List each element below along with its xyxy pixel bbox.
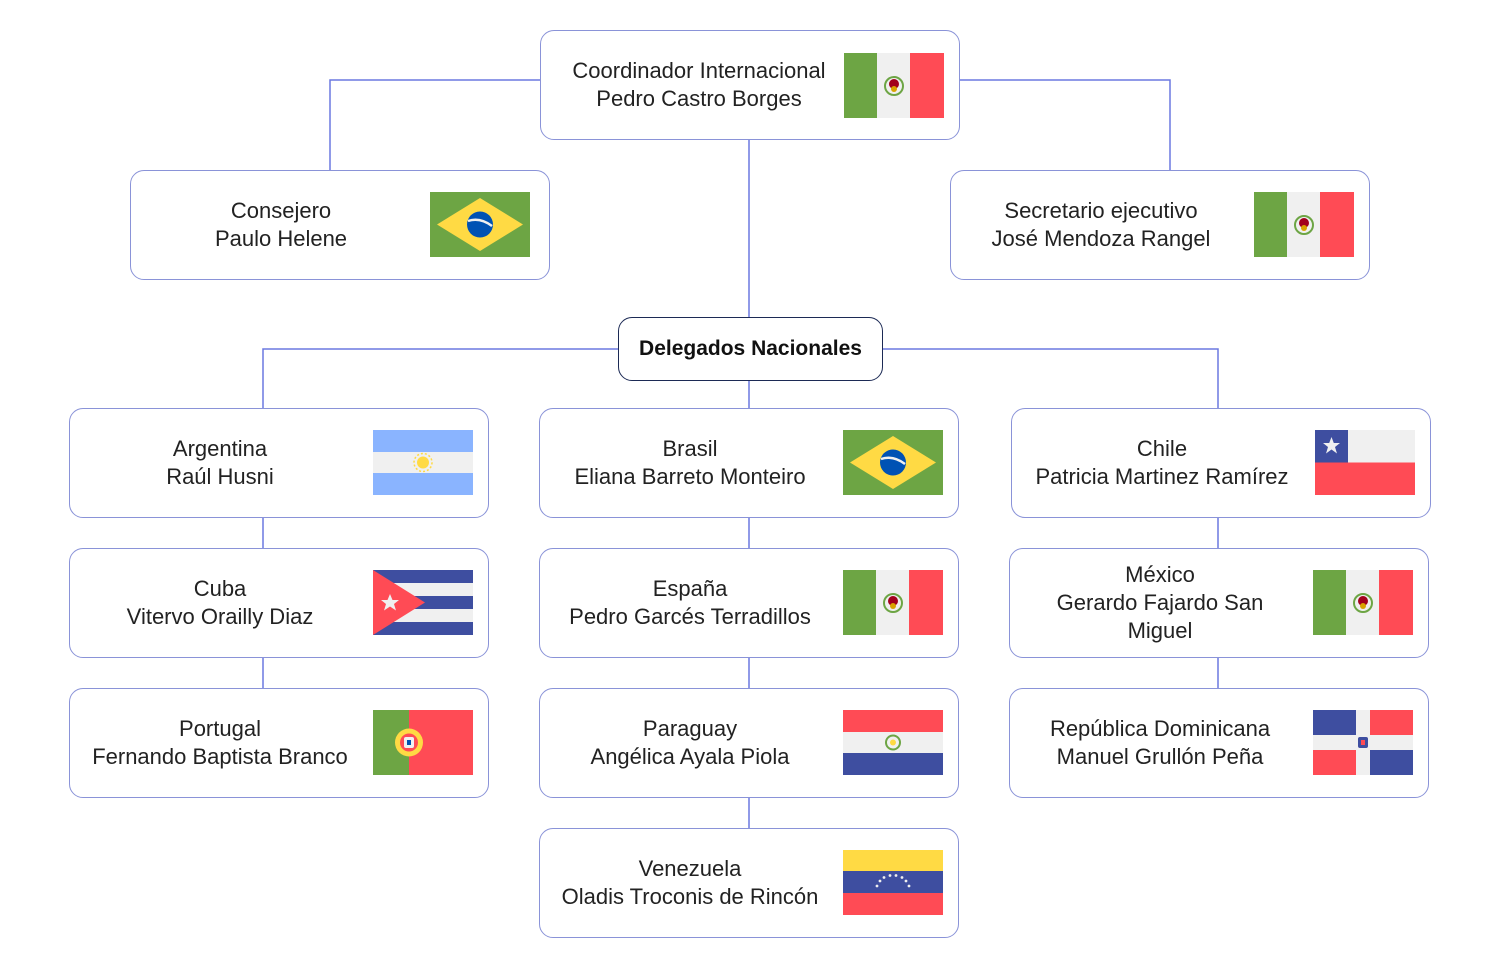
- node-role: Consejero: [230, 198, 332, 223]
- node-country: España: [652, 576, 728, 601]
- node-country: Paraguay: [642, 716, 738, 741]
- node-delegate: Argentina Raúl Husni: [69, 408, 489, 518]
- mexico-flag: [843, 570, 943, 640]
- section-heading: Delegados Nacionales: [618, 317, 883, 381]
- cuba-flag: [373, 570, 473, 640]
- chile-flag: [1315, 430, 1415, 500]
- venezuela-flag: [843, 850, 943, 920]
- node-country: Chile: [1136, 436, 1188, 461]
- node-person-name: Raúl Husni: [166, 464, 274, 489]
- node-delegate: Cuba Vitervo Orailly Diaz: [69, 548, 489, 658]
- node-country: Argentina: [172, 436, 268, 461]
- node-delegate: España Pedro Garcés Terradillos: [539, 548, 959, 658]
- node-country: Cuba: [193, 576, 247, 601]
- brazil-flag: [843, 430, 943, 500]
- node-person-name: Patricia Martinez Ramírez: [1035, 464, 1289, 489]
- node-person-name: Angélica Ayala Piola: [590, 744, 790, 769]
- node-person-name: Fernando Baptista Branco: [92, 744, 348, 769]
- node-person-name: Paulo Helene: [214, 226, 348, 251]
- node-person-name: Gerardo Fajardo San Miguel: [1056, 590, 1264, 643]
- paraguay-flag: [843, 710, 943, 780]
- node-person-name: Eliana Barreto Monteiro: [574, 464, 806, 489]
- portugal-flag: [373, 710, 473, 780]
- node-delegate: Chile Patricia Martinez Ramírez: [1011, 408, 1431, 518]
- node-role: Coordinador Internacional: [572, 58, 826, 83]
- mexico-flag: [844, 53, 944, 123]
- dominican-republic-flag: [1313, 710, 1413, 780]
- node-country: Venezuela: [638, 856, 742, 881]
- node-country: Portugal: [179, 716, 261, 741]
- node-role: Secretario ejecutivo: [1004, 198, 1198, 223]
- mexico-flag: [1254, 192, 1354, 262]
- node-secretary: Secretario ejecutivo José Mendoza Rangel: [950, 170, 1370, 280]
- node-delegate: Brasil Eliana Barreto Monteiro: [539, 408, 959, 518]
- node-person-name: Oladis Troconis de Rincón: [561, 884, 819, 909]
- node-delegate: Paraguay Angélica Ayala Piola: [539, 688, 959, 798]
- node-coordinator: Coordinador Internacional Pedro Castro B…: [540, 30, 960, 140]
- node-person-name: Vitervo Orailly Diaz: [126, 604, 314, 629]
- argentina-flag: [373, 430, 473, 500]
- node-person-name: Manuel Grullón Peña: [1056, 744, 1264, 769]
- node-country: Brasil: [662, 436, 718, 461]
- mexico-flag: [1313, 570, 1413, 640]
- node-person-name: Pedro Garcés Terradillos: [569, 604, 811, 629]
- node-advisor: Consejero Paulo Helene: [130, 170, 550, 280]
- node-delegate: Portugal Fernando Baptista Branco: [69, 688, 489, 798]
- node-person-name: Pedro Castro Borges: [596, 86, 802, 111]
- node-country: México: [1125, 562, 1195, 587]
- node-person-name: José Mendoza Rangel: [991, 226, 1211, 251]
- node-country: República Dominicana: [1049, 716, 1271, 741]
- brazil-flag: [430, 192, 530, 262]
- node-delegate: Venezuela Oladis Troconis de Rincón: [539, 828, 959, 938]
- node-delegate: República Dominicana Manuel Grullón Peña: [1009, 688, 1429, 798]
- node-delegate: México Gerardo Fajardo San Miguel: [1009, 548, 1429, 658]
